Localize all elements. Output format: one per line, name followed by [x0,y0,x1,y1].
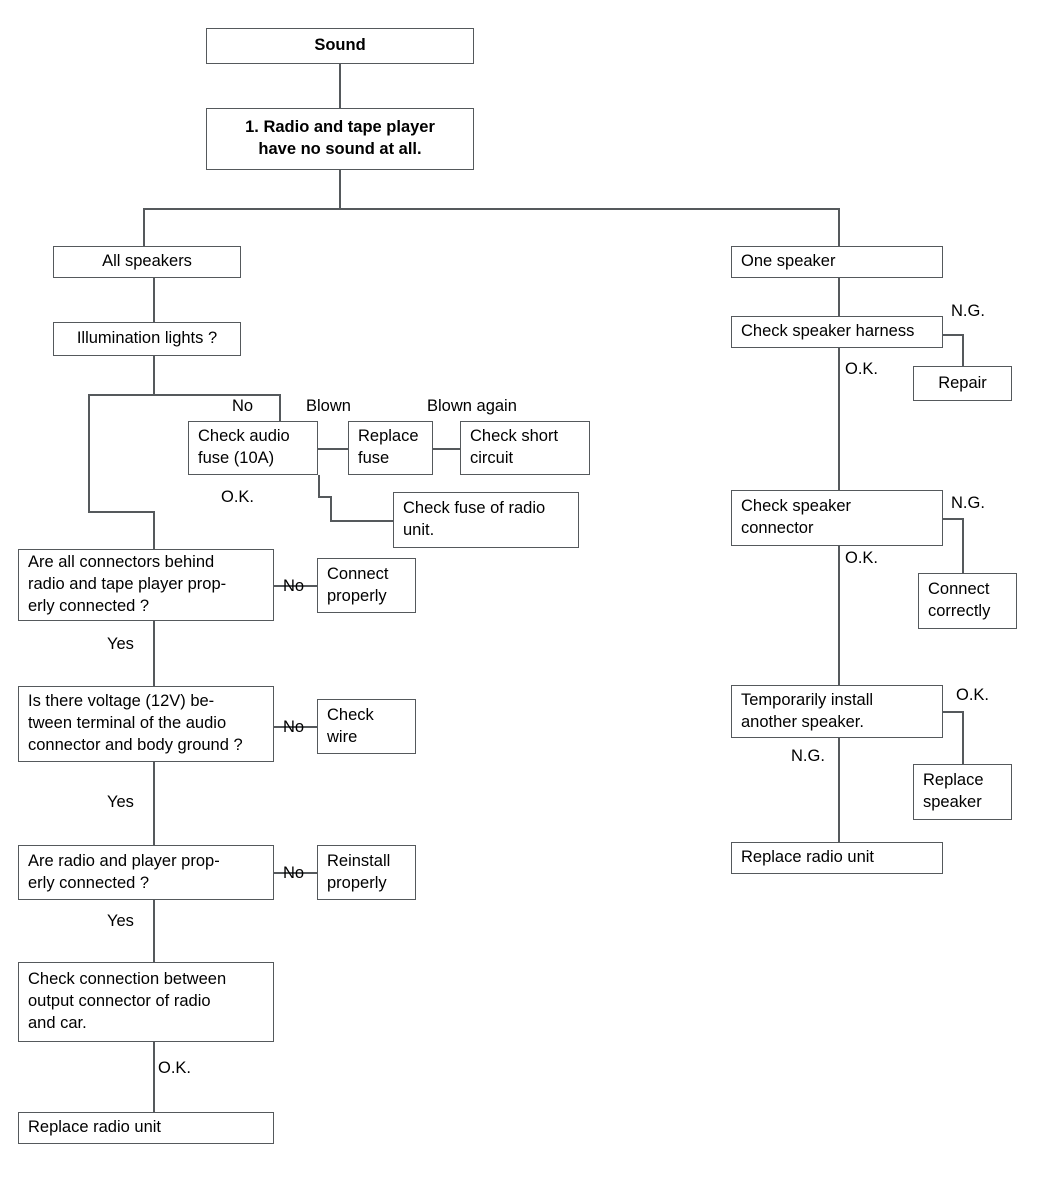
edge-harness-ng-right [943,334,964,336]
node-voltage-question: Is there voltage (12V) be- tween termina… [18,686,274,762]
node-replace-fuse: Replace fuse [348,421,433,475]
label-blown: Blown [306,397,351,415]
node-check-short-circuit: Check short circuit [460,421,590,475]
edge-connectors-yes-down [153,621,155,686]
node-symptom: 1. Radio and tape player have no sound a… [206,108,474,170]
edge-connectors-no [274,585,318,587]
edge-illumination-bracket-bottom [88,511,154,513]
node-replace-radio-unit-right: Replace radio unit [731,842,943,874]
node-check-connection: Check connection between output connecto… [18,962,274,1042]
node-sound: Sound [206,28,474,64]
label-no-radio-player: No [283,864,305,882]
node-replace-radio-unit-left: Replace radio unit [18,1112,274,1144]
edge-split-right-down [838,208,840,246]
edge-temp-ok-down [962,711,964,764]
edge-fuse-to-replace [318,448,349,450]
node-connectors-question: Are all connectors behind radio and tape… [18,549,274,621]
node-temporarily-install: Temporarily install another speaker. [731,685,943,738]
edge-radioplayer-no [274,872,318,874]
edge-replace-to-short [433,448,460,450]
edge-split-left-down [143,208,145,246]
edge-illumination-bracket-top [88,394,154,396]
label-yes-voltage: Yes [107,793,134,811]
node-replace-speaker: Replace speaker [913,764,1012,820]
edge-illumination-bracket-left [88,394,90,512]
edge-temp-ng-down [838,738,840,842]
node-check-audio-fuse: Check audio fuse (10A) [188,421,318,475]
edge-connector-ng-down [962,518,964,573]
label-blown-again: Blown again [427,397,517,415]
label-yes-radio-player: Yes [107,912,134,930]
label-ng-harness: N.G. [951,302,985,320]
edge-sound-to-symptom [339,64,341,108]
node-check-fuse-of-radio-unit: Check fuse of radio unit. [393,492,579,548]
edge-symptom-down [339,170,341,209]
node-radio-player-question: Are radio and player prop- erly connecte… [18,845,274,900]
node-connect-correctly: Connect correctly [918,573,1017,629]
node-check-speaker-connector: Check speaker connector [731,490,943,546]
edge-fuse-ok-down [318,475,320,497]
label-ok-connector: O.K. [845,549,879,567]
label-no-connectors: No [283,577,305,595]
node-illumination-lights: Illumination lights ? [53,322,241,356]
node-check-speaker-harness: Check speaker harness [731,316,943,348]
label-ok-connection: O.K. [158,1059,192,1077]
label-ng-temp: N.G. [791,747,825,765]
edge-illumination-down [153,356,155,395]
edge-connector-ng-right [943,518,964,520]
edge-temp-ok-right [943,711,964,713]
edge-illumination-no-top [153,394,280,396]
edge-voltage-yes-down [153,762,155,845]
edge-fuse-ok-step [330,496,332,521]
label-ok-fuse: O.K. [221,488,255,506]
label-no-illumination: No [232,397,254,415]
edge-harness-ng-down [962,334,964,366]
edge-allspeakers-to-illumination [153,278,155,322]
label-ng-connector: N.G. [951,494,985,512]
edge-radioplayer-yes-down [153,900,155,962]
label-no-voltage: No [283,718,305,736]
node-connect-properly: Connect properly [317,558,416,613]
label-ok-harness: O.K. [845,360,879,378]
edge-connector-ok-down [838,546,840,685]
node-one-speaker: One speaker [731,246,943,278]
label-ok-temp: O.K. [956,686,990,704]
edge-onespeaker-to-harness [838,278,840,316]
edge-illumination-bracket-down [153,511,155,549]
label-yes-connectors: Yes [107,635,134,653]
node-reinstall-properly: Reinstall properly [317,845,416,900]
edge-split-horizontal [143,208,840,210]
edge-checkconnection-ok-down [153,1042,155,1112]
edge-voltage-no [274,726,318,728]
node-check-wire: Check wire [317,699,416,754]
edge-fuse-ok-right2 [330,520,394,522]
node-repair: Repair [913,366,1012,401]
edge-fuse-ok-right1 [318,496,331,498]
node-all-speakers: All speakers [53,246,241,278]
edge-illumination-no-down [279,394,281,421]
edge-harness-ok-down [838,348,840,490]
